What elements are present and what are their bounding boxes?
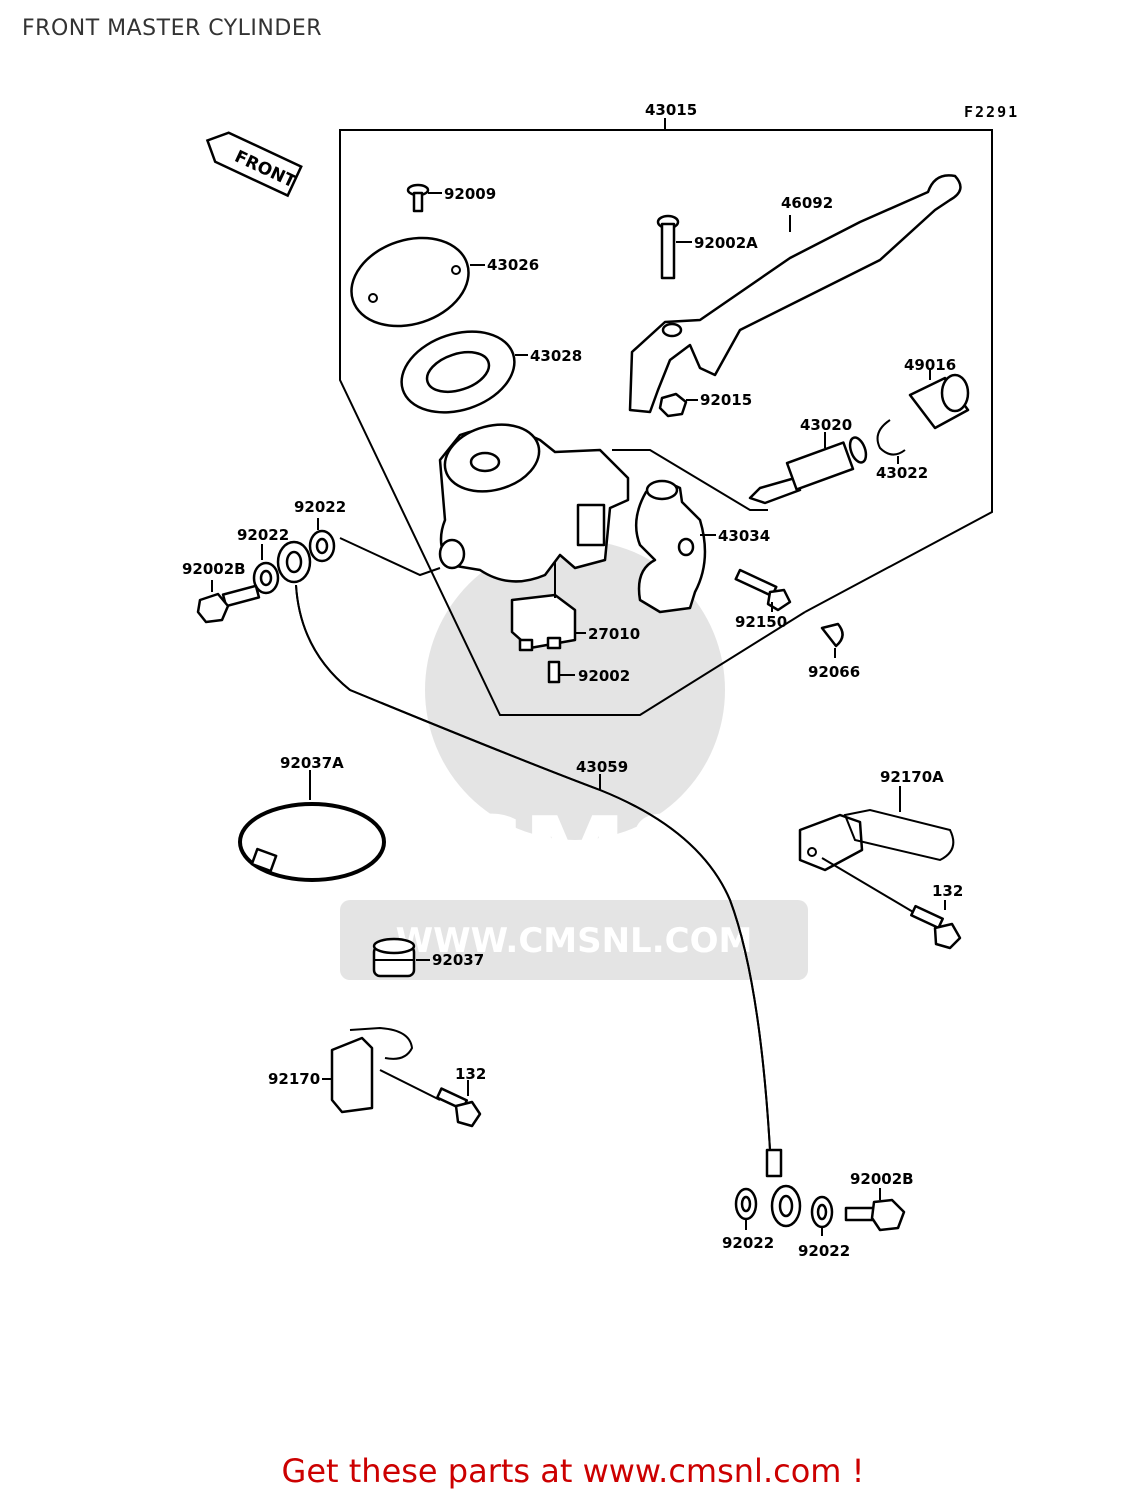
figure-code: F2291 [964, 103, 1019, 121]
label-92015: 92015 [700, 391, 752, 409]
screw-92002 [547, 660, 561, 684]
label-92002: 92002 [578, 667, 630, 685]
grommet-92037 [372, 937, 416, 978]
washer-92022-bottom-1 [734, 1187, 758, 1221]
label-92150: 92150 [735, 613, 787, 631]
label-49016: 49016 [904, 356, 956, 374]
label-92037: 92037 [432, 951, 484, 969]
banjo-fitting-bottom [765, 1148, 802, 1228]
cap-92066 [820, 622, 844, 648]
label-92002A: 92002A [694, 234, 758, 252]
clamp-ring-92037A [238, 802, 386, 882]
label-43059: 43059 [576, 758, 628, 776]
cms-watermark-logo: CMS WWW.CMSNL.COM [340, 540, 808, 980]
nut-92015 [658, 392, 688, 418]
circlip-43022 [876, 419, 906, 456]
bolt-92150 [734, 568, 792, 612]
label-92002B-bottom: 92002B [850, 1170, 914, 1188]
bolt-132-right [910, 904, 962, 950]
label-43020: 43020 [800, 416, 852, 434]
banjo-fitting-top [276, 540, 312, 584]
brake-lever-46092 [628, 174, 962, 414]
washer-92022-top-2 [252, 561, 280, 595]
clamp-bracket-92170A [798, 808, 955, 872]
label-132-left: 132 [455, 1065, 486, 1083]
piston-assembly-43020 [748, 436, 868, 505]
banjo-bolt-92002B-top [196, 584, 261, 624]
banjo-bolt-92002B-bottom [844, 1198, 906, 1232]
switch-27010 [510, 593, 577, 652]
brake-hose-43059 [295, 584, 771, 1151]
clamp-43034 [634, 479, 707, 614]
label-92170A: 92170A [880, 768, 944, 786]
clamp-92170 [330, 1026, 414, 1114]
label-43028: 43028 [530, 347, 582, 365]
bolt-132-left [435, 1087, 482, 1128]
master-cylinder-body [438, 423, 630, 583]
screw-92009 [406, 183, 430, 213]
washer-92022-bottom-2 [810, 1195, 834, 1229]
front-arrow-icon: FRONT [205, 131, 303, 198]
label-46092: 46092 [781, 194, 833, 212]
watermark-url: WWW.CMSNL.COM [396, 921, 753, 961]
label-132-right: 132 [932, 882, 963, 900]
diaphragm-43028 [400, 330, 516, 414]
label-43015: 43015 [645, 101, 697, 119]
label-27010: 27010 [588, 625, 640, 643]
label-92002B-top: 92002B [182, 560, 246, 578]
label-43022: 43022 [876, 464, 928, 482]
pivot-bolt-92002A [656, 214, 680, 280]
boot-49016 [908, 373, 970, 430]
footer-link[interactable]: Get these parts at www.cmsnl.com ! [281, 1452, 865, 1490]
assembly-43015-outline [339, 118, 993, 716]
label-92022-top-2: 92022 [237, 526, 289, 544]
parts-diagram: CMS WWW.CMSNL.COM F2291 FRONT 43015 9200… [182, 101, 1019, 1260]
page-title: FRONT MASTER CYLINDER [22, 16, 323, 41]
label-43026: 43026 [487, 256, 539, 274]
label-43034: 43034 [718, 527, 770, 545]
washer-92022-top-1 [308, 529, 336, 563]
watermark-brand: CMS [445, 795, 702, 917]
label-92009: 92009 [444, 185, 496, 203]
reservoir-cap-43026 [350, 236, 470, 328]
label-92022-bottom-2: 92022 [798, 1242, 850, 1260]
label-92037A: 92037A [280, 754, 344, 772]
label-92170: 92170 [268, 1070, 320, 1088]
label-92022-bottom-1: 92022 [722, 1234, 774, 1252]
label-92066: 92066 [808, 663, 860, 681]
label-92022-top-1: 92022 [294, 498, 346, 516]
